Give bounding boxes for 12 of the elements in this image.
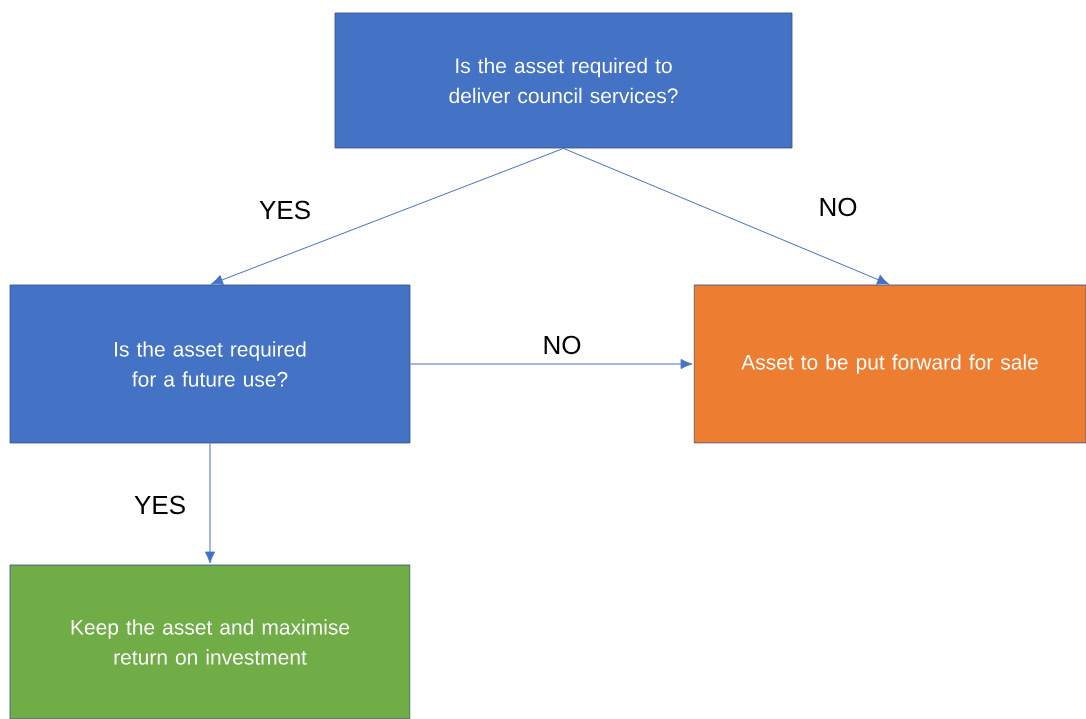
process-box: Is the asset required for a future use? — [9, 284, 411, 444]
arrow — [563, 147, 889, 285]
arrow — [211, 147, 564, 285]
edge-label: YES — [257, 198, 313, 222]
process-box: Asset to be put forward for sale — [693, 284, 1086, 444]
edge-label: NO — [816, 195, 860, 219]
arrow — [204, 442, 216, 564]
process-box: Is the asset required to deliver council services? — [334, 12, 793, 149]
process-box: Keep the asset and maximise return on investment — [9, 564, 411, 719]
edge-label: YES — [132, 493, 188, 517]
edge-label: NO — [540, 333, 584, 357]
arrow — [409, 358, 693, 370]
